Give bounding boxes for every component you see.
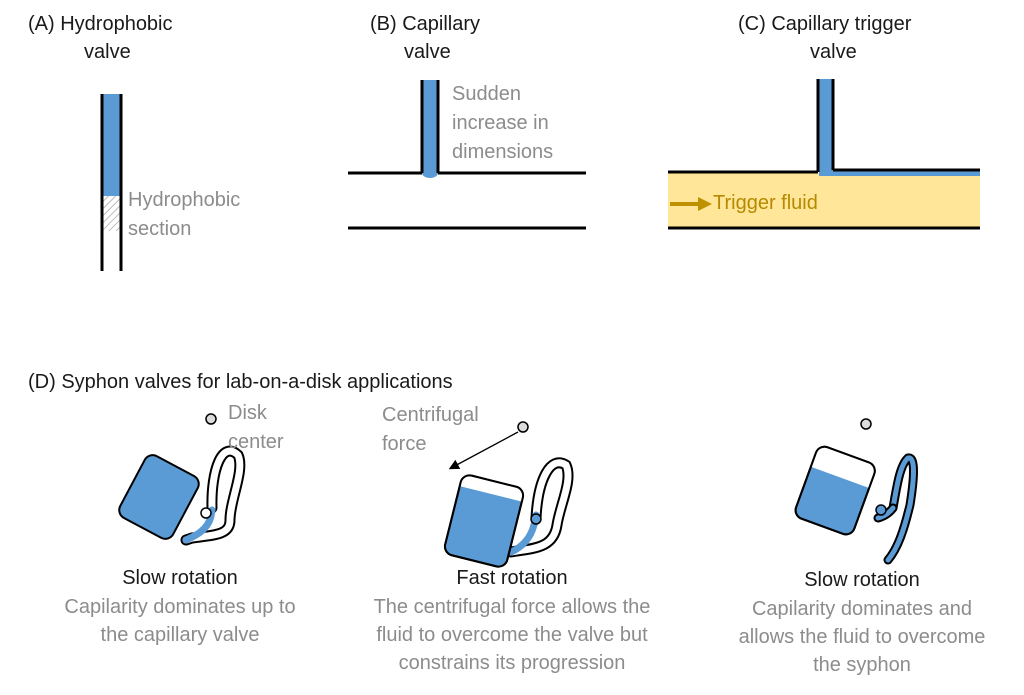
centrifugal-force-label-line1: Centrifugal: [382, 404, 479, 426]
step-3-desc-line2: allows the fluid to overcome: [738, 626, 986, 648]
panel-b-title-line2: valve: [404, 41, 451, 63]
step-3-heading: Slow rotation: [804, 569, 920, 591]
hydrophobic-section-label-line2: section: [128, 218, 192, 240]
panel-c-title-line1: (C) Capillary trigger: [738, 13, 912, 35]
disk-center-marker: [517, 421, 529, 433]
disk-center-marker: [860, 418, 872, 430]
trigger-fluid-label: Trigger fluid: [713, 192, 818, 214]
disk-center-label-line2: center: [228, 431, 284, 453]
step-1-desc-line2: the capillary valve: [100, 624, 260, 646]
sudden-increase-label-line2: increase in: [452, 112, 549, 134]
step-2-heading: Fast rotation: [456, 567, 568, 589]
step-3-desc-line3: the syphon: [813, 654, 911, 676]
panel-a-title-line2: valve: [84, 41, 131, 63]
step-3-desc-line1: Capilarity dominates and: [751, 598, 973, 620]
step-2-desc-line2: fluid to overcome the valve but: [376, 624, 648, 646]
syphon-stage-1: [118, 413, 246, 546]
sudden-increase-label-line1: Sudden: [452, 83, 521, 105]
capillary-trigger-valve-channel: [668, 79, 980, 230]
panel-a-title-line1: (A) Hydrophobic: [28, 13, 173, 35]
panel-c-title-line2: valve: [810, 41, 857, 63]
step-2-desc-line1: The centrifugal force allows the: [373, 596, 651, 618]
capillary-valve-channel: [348, 80, 586, 230]
sudden-increase-label-line3: dimensions: [452, 141, 554, 163]
hydrophobic-section-label-line1: Hydrophobic: [128, 189, 241, 211]
disk-center-marker: [205, 413, 217, 425]
step-1-heading: Slow rotation: [122, 567, 238, 589]
centrifugal-force-label-line2: force: [382, 433, 427, 455]
syphon-stage-3: [794, 418, 918, 565]
panel-d-title: (D) Syphon valves for lab-on-a-disk appl…: [28, 371, 453, 393]
disk-center-label-line1: Disk: [228, 402, 267, 424]
trigger-fluid-arrow: [670, 197, 712, 211]
step-1-desc-line1: Capilarity dominates up to: [64, 596, 296, 618]
panel-b-title-line1: (B) Capillary: [370, 13, 481, 35]
syphon-stage-2: [443, 421, 574, 568]
centrifugal-force-arrow: [448, 431, 519, 470]
step-2-desc-line3: constrains its progression: [398, 652, 626, 674]
hydrophobic-valve-channel: [100, 94, 123, 271]
